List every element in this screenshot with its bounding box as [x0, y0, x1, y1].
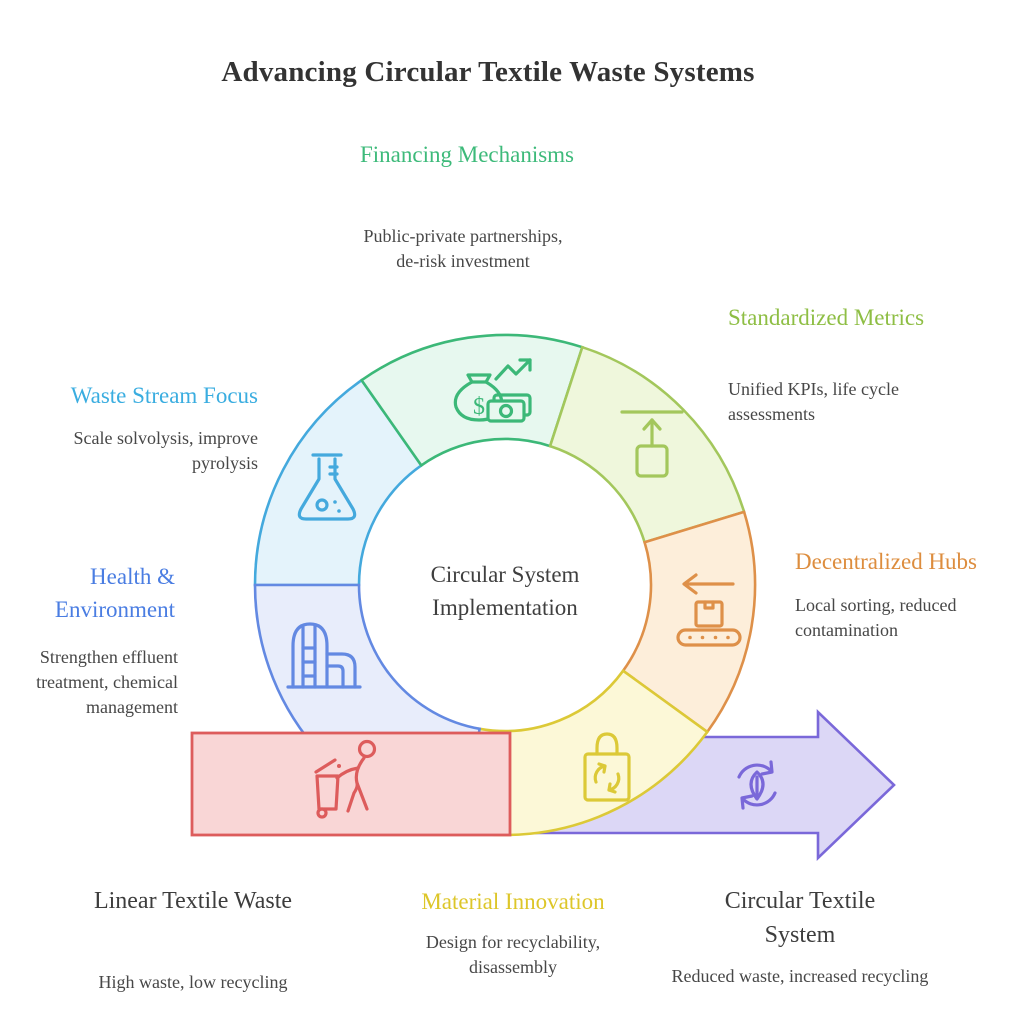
- conveyor-return-icon: [676, 573, 742, 647]
- financing-description: Public-private partnerships, de-risk inv…: [363, 226, 563, 272]
- hubs-description: Local sorting, reduced contamination: [795, 595, 957, 641]
- money-bag-growth-icon: $: [453, 358, 532, 423]
- health-heading: Health & Environment: [54, 564, 175, 622]
- metrics-heading: Standardized Metrics: [728, 305, 925, 330]
- leaf-recycle-loop-icon: [737, 760, 777, 810]
- waste-stream-description: Scale solvolysis, improve pyrolysis: [73, 428, 258, 474]
- person-discarding-waste-icon: [314, 739, 377, 819]
- chemistry-flask-icon: [297, 453, 357, 521]
- benchmark-upload-icon: [620, 410, 684, 478]
- linear-waste-description: High waste, low recycling: [98, 972, 288, 992]
- waste-stream-heading: Waste Stream Focus: [70, 383, 258, 408]
- ring-center-label: Circular System Implementation: [430, 562, 580, 621]
- page-title: Advancing Circular Textile Waste Systems: [221, 56, 755, 88]
- linear-waste-box: [190, 731, 512, 837]
- bag-recycle-icon: [583, 732, 631, 802]
- hubs-heading: Decentralized Hubs: [795, 549, 978, 574]
- material-heading: Material Innovation: [421, 889, 605, 914]
- material-description: Design for recyclability, disassembly: [425, 932, 601, 978]
- treatment-silo-icon: [286, 622, 362, 689]
- financing-heading: Financing Mechanisms: [360, 142, 574, 167]
- circular-system-heading: Circular Textile System: [724, 888, 876, 949]
- linear-waste-heading: Linear Textile Waste: [93, 888, 293, 914]
- metrics-description: Unified KPIs, life cycle assessments: [728, 379, 899, 425]
- dollar-glyph: $: [473, 394, 485, 420]
- health-description: Strengthen effluent treatment, chemical …: [36, 647, 178, 718]
- circular-system-description: Reduced waste, increased recycling: [671, 966, 929, 986]
